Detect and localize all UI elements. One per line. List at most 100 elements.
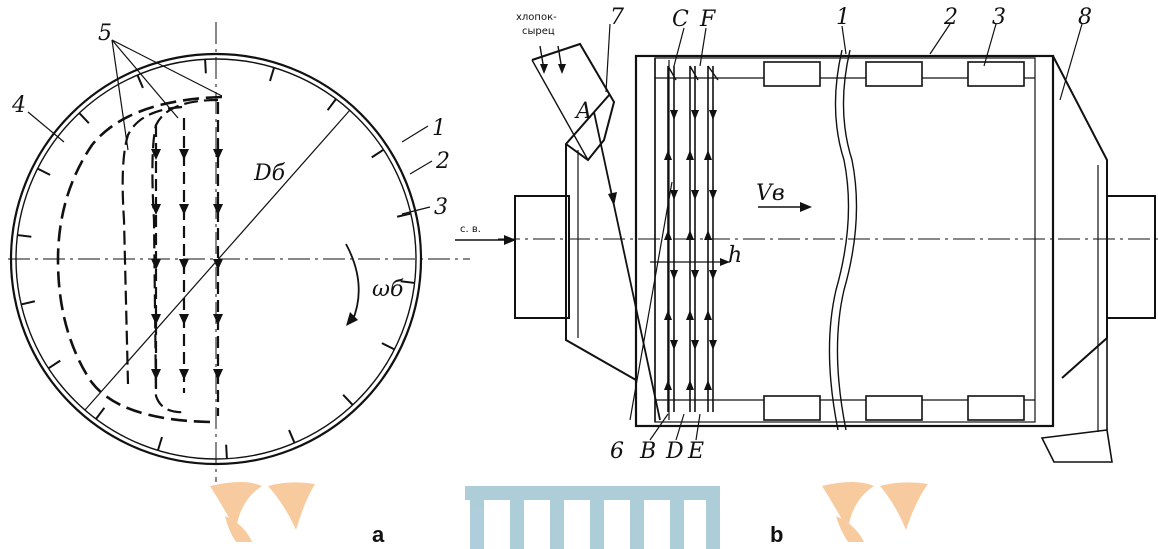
caption-a: a <box>372 522 385 547</box>
drum-peg <box>396 212 412 218</box>
trajectory-arrowhead <box>608 192 617 206</box>
flow-arrowhead-down <box>213 149 223 160</box>
airflow-loop-inner <box>151 98 219 414</box>
drum-peg <box>156 436 163 451</box>
drum-peg <box>204 59 207 74</box>
flow-arrowhead-down-b <box>670 110 678 120</box>
bottom-leaders <box>649 413 701 441</box>
drum-peg <box>288 429 296 444</box>
airflow-loop-middle <box>121 105 183 385</box>
break-line-1 <box>828 49 850 431</box>
drum-peg <box>136 74 144 89</box>
label-7: 7 <box>610 5 624 30</box>
label-A: A <box>574 99 592 124</box>
rotation-arc <box>345 243 360 323</box>
flow-arrowheads-b <box>664 110 717 390</box>
leader-F <box>699 27 707 67</box>
flow-arrowhead-up-b <box>664 380 672 390</box>
diagram-a <box>8 22 470 482</box>
label-1b: 1 <box>836 5 850 30</box>
label-cotton-2: сырец <box>522 26 555 37</box>
label-E: E <box>687 439 704 464</box>
drum-body-b <box>634 54 1055 428</box>
flow-arrowhead-down-b <box>709 270 717 280</box>
flow-arrowhead-down-b <box>709 110 717 120</box>
rotation-arrowhead <box>346 312 358 326</box>
watermark-leaf-left <box>210 482 315 542</box>
label-omega: ωб <box>372 277 404 302</box>
flow-arrowhead-up-b <box>704 380 712 390</box>
leader-2 <box>409 160 433 175</box>
label-C: C <box>672 7 689 32</box>
drum-pegs <box>17 59 415 459</box>
label-2b: 2 <box>943 5 958 30</box>
leader-7 <box>605 23 611 93</box>
flow-arrowhead-up-b <box>686 230 694 240</box>
flow-arrowhead-down <box>151 369 161 380</box>
drum-peg <box>400 280 415 284</box>
flow-arrowhead-down <box>213 369 223 380</box>
leader-1 <box>401 125 429 143</box>
drum-peg <box>326 98 337 111</box>
leader-C <box>673 27 685 67</box>
flow-arrowhead-down <box>213 314 223 325</box>
label-4: 4 <box>11 93 26 118</box>
flow-arrowhead-down <box>213 259 223 270</box>
flow-arrowhead-up-b <box>686 380 694 390</box>
flow-arrowhead-up-b <box>704 150 712 160</box>
flow-arrowhead-down-b <box>709 340 717 350</box>
label-cotton-1: хлопок- <box>516 12 557 23</box>
feed-arrowheads <box>540 64 566 74</box>
flow-arrowhead-up-b <box>664 310 672 320</box>
label-F: F <box>699 7 716 32</box>
flow-arrowhead-down <box>179 369 189 380</box>
leader-3b <box>983 23 997 67</box>
flow-arrowhead-up-b <box>664 230 672 240</box>
flow-arrowhead-down <box>179 149 189 160</box>
label-1a: 1 <box>432 116 446 141</box>
flow-arrowhead-down-b <box>691 190 699 200</box>
watermark-leaf-right <box>822 482 928 542</box>
flow-arrowhead-up-b <box>664 150 672 160</box>
drum-peg <box>78 112 90 124</box>
label-3b: 3 <box>992 5 1006 30</box>
flow-arrowhead-up-b <box>686 310 694 320</box>
flow-arrowhead-up-b <box>686 150 694 160</box>
leader-8 <box>1059 23 1083 101</box>
leader-5-c <box>111 39 223 97</box>
flow-arrowhead-down-b <box>670 190 678 200</box>
drum-peg <box>37 167 51 176</box>
drum-peg <box>381 342 395 351</box>
flow-arrowhead-down-b <box>670 270 678 280</box>
watermark-bars <box>465 486 720 549</box>
flow-arrowhead-down <box>151 259 161 270</box>
velocity-arrowhead <box>800 202 812 212</box>
diagram-a-labels: 5 4 1 2 3 Dб ωб <box>11 21 450 302</box>
drum-peg <box>95 407 106 420</box>
feed-chute-mouth <box>531 59 589 161</box>
flow-arrowhead-down <box>151 204 161 215</box>
flow-arrowhead-down <box>179 259 189 270</box>
flow-arrowhead-down <box>179 204 189 215</box>
flow-arrowheads-a <box>151 149 223 380</box>
diagram-b-labels: хлопок- сырец с. в. 7 C F 1 2 3 8 A Vв h… <box>460 5 1092 464</box>
drum-peg <box>371 148 385 159</box>
flow-arrowhead-down-b <box>691 270 699 280</box>
label-B: B <box>639 439 656 464</box>
drum-peg <box>47 359 61 370</box>
diagram-b <box>455 23 1158 463</box>
label-h: h <box>728 243 742 268</box>
caption-b: b <box>770 522 783 547</box>
label-8: 8 <box>1078 5 1092 30</box>
flow-arrowhead-down <box>179 314 189 325</box>
blades-bottom <box>763 395 1025 421</box>
flow-arrowhead-down-b <box>709 190 717 200</box>
leader-3 <box>401 206 431 215</box>
housing-left <box>565 93 637 381</box>
housing-right <box>1052 55 1108 379</box>
leader-5-a <box>111 39 129 151</box>
outlet-pipe <box>1106 195 1156 319</box>
flow-arrowhead-down-b <box>670 340 678 350</box>
